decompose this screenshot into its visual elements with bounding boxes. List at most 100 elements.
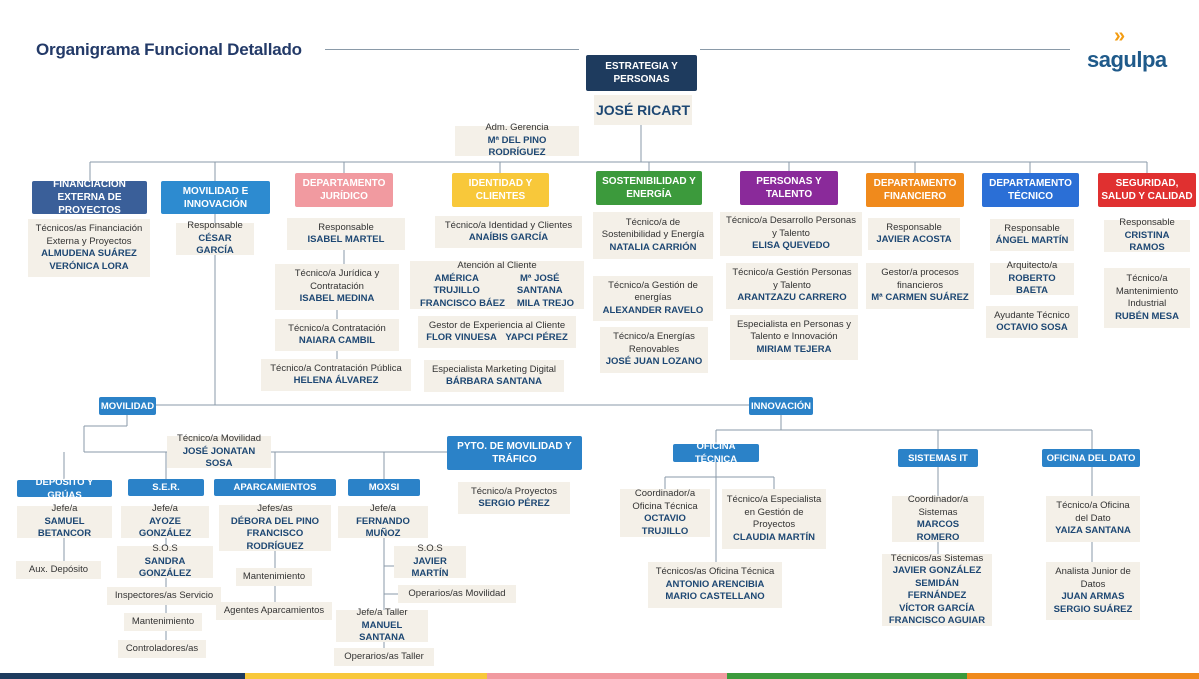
person-name: YAIZA SANTANA	[1055, 525, 1131, 537]
dept-movilidad-header: MOVILIDAD E INNOVACIÓN	[161, 181, 270, 214]
person-name: SANDRA GONZÁLEZ	[138, 555, 192, 580]
person-name: ISABEL MEDINA	[299, 293, 375, 305]
role: Técnico/a Gestión de energías	[608, 279, 698, 304]
person-name: DÉBORA DEL PINO	[230, 515, 320, 527]
dato-tec-box: Técnico/a Oficina del Dato YAIZA SANTANA	[1046, 496, 1140, 542]
aparcamientos-jefes-box: Jefes/as DÉBORA DEL PINO FRANCISCO RODRÍ…	[219, 503, 331, 552]
tecnico-box-1: Responsable ÁNGEL MARTÍN	[990, 219, 1074, 251]
person-name: JAVIER MARTÍN	[411, 555, 449, 580]
dato-jr-box: Analista Junior de Datos JUAN ARMAS SERG…	[1046, 562, 1140, 620]
person-name: ALEXANDER RAVELO	[602, 304, 704, 316]
adm-name: Mª DEL PINO RODRÍGUEZ	[487, 134, 547, 159]
role: Técnico/a Oficina del Dato	[1056, 500, 1130, 524]
person-name: HELENA ÁLVAREZ	[293, 375, 379, 386]
financiacion-box: Técnicos/as Financiación Externa y Proye…	[28, 219, 150, 277]
dept-personas-header: PERSONAS Y TALENTO	[740, 171, 838, 205]
role: Técnico/a Desarrollo Personas y Talento	[726, 215, 856, 239]
dept-tecnico-header: DEPARTAMENTO TÉCNICO	[982, 173, 1079, 207]
personas-box-2: Técnico/a Gestión Personas y Talento ARA…	[726, 263, 858, 309]
person-name: VÍCTOR GARCÍA	[899, 602, 975, 614]
title-rule-right	[700, 49, 1070, 50]
ser-jefe-box: Jefe/a AYOZE GONZÁLEZ	[121, 503, 209, 540]
role: Jefe/a	[152, 503, 178, 515]
aux-deposito-box: Aux. Depósito	[16, 561, 101, 579]
identidad-esp-box: Especialista Marketing Digital BÁRBARA S…	[424, 360, 564, 392]
person-name: ANTONIO ARENCIBIA	[665, 578, 765, 590]
person-name: RUBÉN MESA	[1115, 310, 1179, 322]
ot-coord-box: Coordinador/a Oficina Técnica OCTAVIO TR…	[620, 488, 710, 537]
person-name: AYOZE GONZÁLEZ	[138, 515, 192, 540]
person-name: CÉSAR GARCÍA	[196, 232, 234, 257]
person-name: JAVIER GONZÁLEZ	[892, 565, 982, 576]
oficina-dato-header: OFICINA DEL DATO	[1042, 449, 1140, 467]
personas-box-1: Técnico/a Desarrollo Personas y Talento …	[720, 212, 862, 256]
role: Especialista Marketing Digital	[431, 363, 557, 375]
page-title: Organigrama Funcional Detallado	[36, 40, 302, 59]
gestor-row: FLOR VINUESA YAPCI PÉREZ	[422, 332, 572, 345]
person-name: Mª JOSÉ SANTANA	[516, 272, 563, 297]
role: Jefe/a Taller	[356, 607, 408, 619]
juridico-box-2: Técnico/a Jurídica y Contratación ISABEL…	[275, 264, 399, 310]
person-name: MANUEL SANTANA	[359, 619, 405, 644]
movilidad-responsable-box: Responsable CÉSAR GARCÍA	[176, 220, 254, 257]
person-name: FERNANDO MUÑOZ	[356, 515, 410, 540]
person-name: SERGIO SUÁREZ	[1053, 603, 1133, 615]
person-name: AMÉRICA TRUJILLO	[433, 272, 480, 297]
adm-role: Adm. Gerencia	[485, 122, 549, 134]
chevron-double-right-icon: »	[1114, 25, 1126, 47]
person-name: ARANTZAZU CARRERO	[737, 292, 847, 304]
role: Gestor de Experiencia al Cliente	[428, 319, 566, 331]
person-name: ANAÍBIS GARCÍA	[468, 232, 549, 243]
aparcamientos-header: APARCAMIENTOS	[214, 479, 336, 496]
sostenibilidad-box-1: Técnico/a de Sostenibilidad y Energía NA…	[593, 212, 713, 259]
person-name: SERGIO PÉREZ	[478, 498, 550, 509]
ot-esp-box: Técnico/a Especialista en Gestión de Pro…	[722, 489, 826, 549]
person-name: CLAUDIA MARTÍN	[733, 531, 815, 543]
footer-stripe	[245, 673, 487, 679]
dept-seguridad-header: SEGURIDAD, SALUD Y CALIDAD	[1098, 173, 1196, 207]
deposito-header: DEPÓSITO Y GRÚAS	[17, 477, 112, 501]
role: Técnico/a Especialista en Gestión de Pro…	[726, 494, 822, 530]
role: Arquitecto/a	[1006, 260, 1058, 272]
role: Jefes/as	[257, 503, 293, 514]
sostenibilidad-box-3: Técnico/a Energías Renovables JOSÉ JUAN …	[600, 327, 708, 373]
innovacion-label: INNOVACIÓN	[749, 397, 813, 415]
role: Responsable	[318, 221, 374, 233]
atencion-row-1: AMÉRICA TRUJILLO Mª JOSÉ SANTANA	[414, 273, 580, 298]
person-name: ELISA QUEVEDO	[752, 240, 830, 252]
person-name: MIRIAM TEJERA	[756, 343, 832, 355]
oficina-tecnica-header: OFICINA TÉCNICA	[673, 441, 759, 465]
role: Técnicos/as Financiación Externa y Proye…	[35, 223, 143, 247]
ser-header: S.E.R.	[128, 479, 204, 496]
person-name: FRANCISCO BÁEZ	[419, 297, 505, 309]
role: Técnico/a Contratación	[288, 322, 386, 334]
role: Jefe/a	[51, 503, 78, 515]
ser-sos-box: S.O.S SANDRA GONZÁLEZ	[117, 543, 213, 580]
person-name: Mª CARMEN SUÁREZ	[871, 292, 969, 304]
role: Atención al Cliente	[457, 260, 537, 271]
role: Técnicos/as Sistemas	[890, 552, 984, 564]
movilidad-label: MOVILIDAD	[99, 397, 156, 415]
ser-inspectores-box: Inspectores/as Servicio	[107, 587, 221, 605]
role: Técnico/a Contratación Pública	[270, 362, 402, 374]
financiero-box-2: Gestor/a procesos financieros Mª CARMEN …	[866, 263, 974, 309]
person-name: OCTAVIO TRUJILLO	[641, 513, 689, 537]
person-name: MARIO CASTELLANO	[665, 591, 765, 603]
person-name: NAIARA CAMBIL	[298, 335, 376, 346]
person-name: SEMIDÁN FERNÁNDEZ	[907, 577, 967, 602]
role: Analista Junior de Datos	[1055, 566, 1131, 590]
atencion-row-2: FRANCISCO BÁEZ MILA TREJO	[414, 298, 580, 311]
person-name: CRISTINA RAMOS	[1124, 229, 1170, 254]
person-name: ALMUDENA SUÁREZ	[41, 248, 137, 259]
dept-identidad-header: IDENTIDAD Y CLIENTES	[452, 173, 549, 207]
role: Responsable	[187, 220, 243, 232]
dept-financiero-header: DEPARTAMENTO FINANCIERO	[866, 173, 964, 207]
role: Ayudante Técnico	[994, 309, 1070, 321]
tec-movilidad-box: Técnico/a Movilidad JOSÉ JONATAN SOSA	[167, 433, 271, 469]
role: Coordinador/a Oficina Técnica	[632, 488, 698, 512]
role: S.O.S	[152, 543, 178, 555]
financiero-box-1: Responsable JAVIER ACOSTA	[868, 218, 960, 250]
moxsi-header: MOXSI	[348, 479, 420, 496]
juridico-box-1: Responsable ISABEL MARTEL	[287, 218, 405, 250]
title-rule	[325, 49, 579, 50]
